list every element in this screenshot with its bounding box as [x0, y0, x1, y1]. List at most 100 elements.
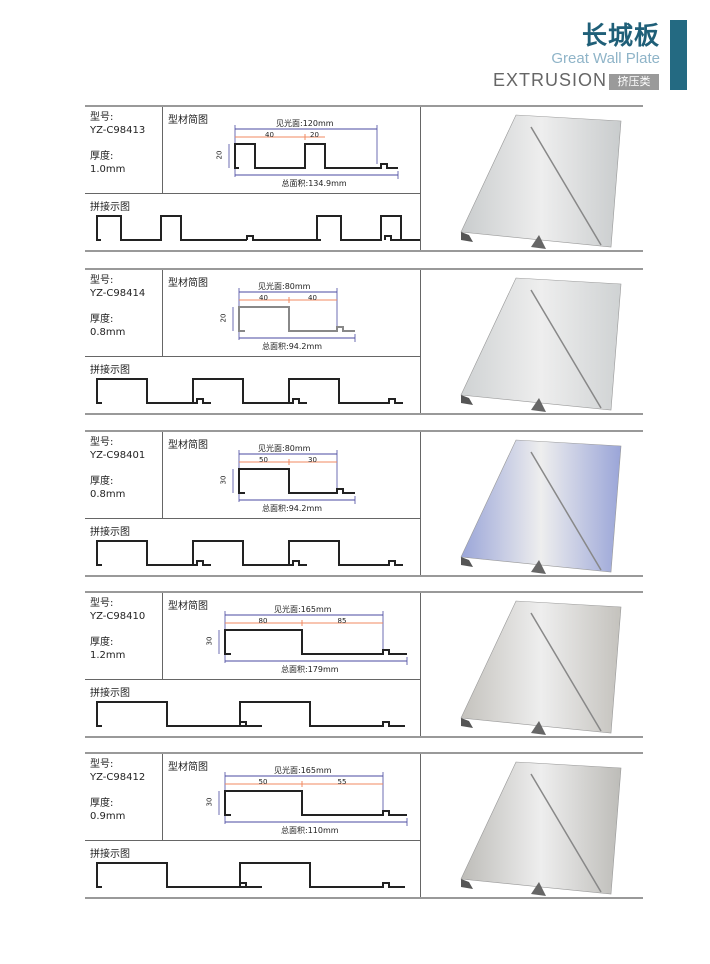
height-label: 30: [219, 475, 228, 485]
profile-diagram: [218, 772, 408, 826]
model-value: YZ-C98414: [90, 288, 146, 299]
assembly-diagram: [96, 378, 403, 404]
profile-label: 型材简图: [168, 278, 208, 289]
product-info: 型号: YZ-C98410 厚度: 1.2mm: [85, 593, 163, 679]
profile-label: 型材简图: [168, 601, 208, 612]
product-entry: 型号: YZ-C98414 厚度: 0.8mm 见光面:80mm 40 40 2…: [85, 268, 643, 415]
assembly-diagram: [96, 701, 405, 727]
product-photo: [460, 277, 622, 412]
thickness-label: 厚度:: [90, 476, 114, 487]
dim-a-label: 40: [259, 294, 268, 302]
dim-b-label: 55: [337, 778, 347, 786]
profile-cell: 见光面:165mm 80 85 30 总面积:179mm 型材简图: [163, 593, 420, 679]
product-info: 型号: YZ-C98412 厚度: 0.9mm: [85, 754, 163, 840]
height-label: 20: [215, 150, 224, 160]
profile-label: 型材简图: [168, 115, 208, 126]
assembly-diagram: [96, 215, 420, 241]
assembly-cell: 拼接示图: [85, 679, 420, 736]
product-photo: [460, 761, 622, 896]
dim-b-label: 85: [337, 617, 347, 625]
profile-cell: 见光面:120mm 40 20 20 总面积:134.9mm 型材简图: [163, 107, 420, 193]
thickness-value: 1.0mm: [90, 164, 126, 175]
product-photo: [460, 114, 622, 249]
total-width-label: 总面积:94.2mm: [262, 504, 323, 513]
total-width-label: 总面积:134.9mm: [281, 179, 347, 188]
product-photo: [460, 600, 622, 735]
page-title: 长城板: [581, 21, 660, 50]
photo-cell: [420, 107, 643, 250]
assembly-label: 拼接示图: [90, 849, 130, 860]
product-info: 型号: YZ-C98401 厚度: 0.8mm: [85, 432, 163, 518]
total-width-label: 总面积:110mm: [281, 826, 339, 835]
dim-a-label: 50: [259, 456, 268, 464]
thickness-label: 厚度:: [90, 314, 114, 325]
assembly-label: 拼接示图: [90, 688, 130, 699]
total-width-label: 总面积:94.2mm: [262, 342, 323, 351]
model-value: YZ-C98412: [90, 772, 146, 783]
page-subtitle: Great Wall Plate: [551, 50, 660, 67]
profile-cell: 见光面:165mm 50 55 30 总面积:110mm 型材简图: [163, 754, 420, 840]
model-label: 型号:: [90, 275, 114, 286]
model-value: YZ-C98401: [90, 450, 146, 461]
thickness-label: 厚度:: [90, 637, 114, 648]
visible-width-label: 见光面:120mm: [276, 119, 334, 128]
category-tag: 挤压类: [609, 74, 659, 90]
product-info: 型号: YZ-C98414 厚度: 0.8mm: [85, 270, 163, 356]
assembly-cell: 拼接示图: [85, 518, 420, 575]
model-label: 型号:: [90, 598, 114, 609]
thickness-value: 1.2mm: [90, 650, 126, 661]
height-label: 20: [219, 313, 228, 323]
photo-cell: [420, 754, 643, 897]
product-info: 型号: YZ-C98413 厚度: 1.0mm: [85, 107, 163, 193]
assembly-label: 拼接示图: [90, 527, 130, 538]
profile-label: 型材简图: [168, 440, 208, 451]
assembly-label: 拼接示图: [90, 202, 130, 213]
assembly-diagram: [96, 862, 405, 888]
product-entry: 型号: YZ-C98410 厚度: 1.2mm 见光面:165mm 80 85 …: [85, 591, 643, 738]
profile-diagram: [228, 125, 399, 179]
product-entry: 型号: YZ-C98412 厚度: 0.9mm 见光面:165mm 50 55 …: [85, 752, 643, 899]
dim-b-label: 30: [308, 456, 317, 464]
height-label: 30: [205, 797, 214, 807]
profile-label: 型材简图: [168, 762, 208, 773]
visible-width-label: 见光面:165mm: [274, 766, 332, 775]
product-entry: 型号: YZ-C98401 厚度: 0.8mm 见光面:80mm 50 30 3…: [85, 430, 643, 577]
model-value: YZ-C98413: [90, 125, 146, 136]
thickness-value: 0.8mm: [90, 489, 126, 500]
thickness-label: 厚度:: [90, 798, 114, 809]
dim-a-label: 40: [265, 131, 274, 139]
product-entry: 型号: YZ-C98413 厚度: 1.0mm 见光面:120mm 40 20 …: [85, 105, 643, 252]
model-label: 型号:: [90, 759, 114, 770]
assembly-cell: 拼接示图: [85, 193, 420, 250]
profile-diagram: [232, 288, 356, 342]
thickness-label: 厚度:: [90, 151, 114, 162]
model-label: 型号:: [90, 112, 114, 123]
photo-cell: [420, 432, 643, 575]
assembly-label: 拼接示图: [90, 365, 130, 376]
dim-b-label: 40: [308, 294, 317, 302]
visible-width-label: 见光面:80mm: [258, 444, 311, 453]
category-label: EXTRUSION: [493, 70, 608, 90]
thickness-value: 0.8mm: [90, 327, 126, 338]
height-label: 30: [205, 636, 214, 646]
assembly-cell: 拼接示图: [85, 840, 420, 897]
assembly-diagram: [96, 540, 403, 566]
product-photo: [460, 439, 622, 574]
accent-bar: [670, 20, 687, 90]
profile-diagram: [218, 611, 408, 665]
profile-cell: 见光面:80mm 50 30 30 总面积:94.2mm 型材简图: [163, 432, 420, 518]
photo-cell: [420, 270, 643, 413]
visible-width-label: 见光面:80mm: [258, 282, 311, 291]
total-width-label: 总面积:179mm: [281, 665, 339, 674]
assembly-cell: 拼接示图: [85, 356, 420, 413]
thickness-value: 0.9mm: [90, 811, 126, 822]
model-label: 型号:: [90, 437, 114, 448]
profile-cell: 见光面:80mm 40 40 20 总面积:94.2mm 型材简图: [163, 270, 420, 356]
photo-cell: [420, 593, 643, 736]
profile-diagram: [232, 450, 356, 504]
dim-a-label: 80: [258, 617, 268, 625]
visible-width-label: 见光面:165mm: [274, 605, 332, 614]
dim-a-label: 50: [258, 778, 268, 786]
model-value: YZ-C98410: [90, 611, 146, 622]
